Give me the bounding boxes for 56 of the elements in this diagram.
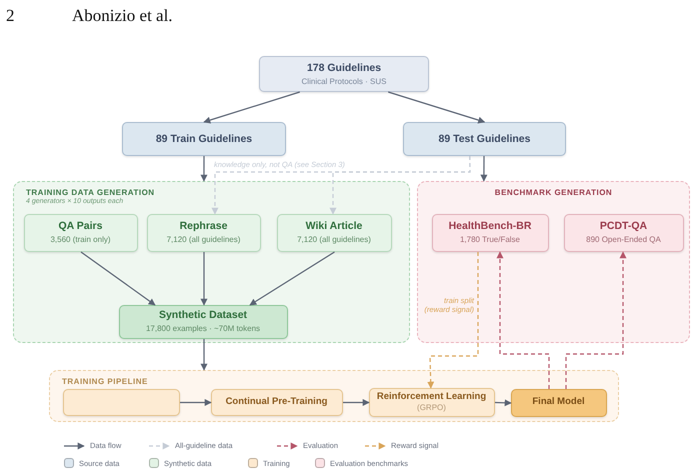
process-box <box>403 122 566 156</box>
process-box <box>146 214 260 252</box>
process-box <box>276 214 392 252</box>
process-box <box>122 122 286 156</box>
group-title: TRAINING PIPELINE <box>62 377 148 386</box>
process-box <box>259 56 429 92</box>
node-title: Continual Pre-Training <box>226 396 328 408</box>
arrow <box>249 252 335 306</box>
arrow <box>330 156 471 215</box>
node-title: 89 Test Guidelines <box>438 132 530 146</box>
process-box <box>368 388 494 416</box>
node-title: PCDT-QA <box>600 220 648 232</box>
node-subtitle: Clinical Protocols · SUS <box>302 78 386 86</box>
process-box <box>118 304 288 338</box>
node-title: Reinforcement Learning <box>376 392 486 403</box>
node-subtitle: (GRPO) <box>417 404 446 412</box>
arrow <box>200 252 208 306</box>
arrow <box>203 91 300 124</box>
node-subtitle: 7,120 (all guidelines) <box>166 236 240 245</box>
arrow <box>565 251 627 389</box>
arrow <box>200 339 208 371</box>
group-panel <box>417 181 690 343</box>
page-header: 2 <box>6 6 14 26</box>
arrow <box>180 399 212 406</box>
node-subtitle: 17,800 examples · ~70M tokens <box>146 325 260 334</box>
node-title: QA Pairs <box>58 220 102 232</box>
node-subtitle: 7,120 (all guidelines) <box>297 236 371 245</box>
process-box <box>210 388 342 416</box>
process-box <box>24 214 138 252</box>
arrow <box>427 252 479 389</box>
arrow <box>496 251 550 389</box>
node-title: Synthetic Dataset <box>158 309 248 322</box>
page-header: Abonizio et al. <box>72 6 173 26</box>
process-box <box>564 214 684 252</box>
node-subtitle: 3,560 (train only) <box>50 236 111 245</box>
group-panel <box>49 370 619 422</box>
arrow <box>388 91 486 124</box>
node-title: Rephrase <box>180 220 228 232</box>
node-title: HealthBench-BR <box>448 220 532 232</box>
arrow <box>343 399 370 406</box>
process-box <box>432 214 548 252</box>
arrow <box>80 252 156 306</box>
node-subtitle: 1,780 True/False <box>460 236 520 245</box>
node-title: Final Model <box>532 397 585 408</box>
group-panel <box>13 181 410 343</box>
node-subtitle: 890 Open-Ended QA <box>586 236 661 245</box>
arrow <box>494 399 512 406</box>
node-title: Wiki Article <box>306 220 362 232</box>
group-title: BENCHMARK GENERATION <box>494 188 612 198</box>
node-title: 178 Guidelines <box>306 62 382 74</box>
group-title: TRAINING DATA GENERATION <box>26 188 155 198</box>
node-title: 89 Train Guidelines <box>156 132 252 146</box>
process-box <box>510 388 606 416</box>
arrow <box>200 156 208 182</box>
process-box <box>62 388 180 416</box>
arrow <box>480 156 488 182</box>
